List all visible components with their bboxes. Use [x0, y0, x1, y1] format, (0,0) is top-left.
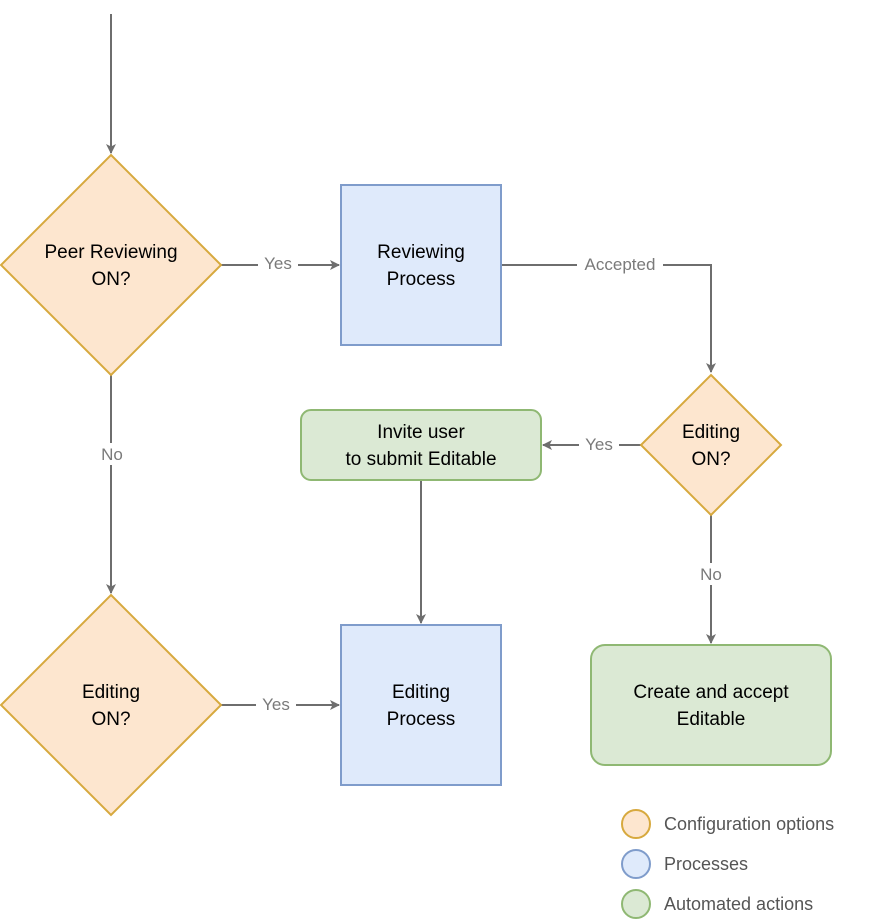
edge-label-peer-yes: Yes — [264, 254, 292, 273]
edge-label-editing-right-no: No — [700, 565, 722, 584]
process-label-line1: Reviewing — [377, 242, 465, 263]
legend-automated-label: Automated actions — [664, 894, 813, 914]
action-create-accept: Create and accept Editable — [590, 644, 832, 766]
decision-label-line1: Editing — [682, 422, 740, 443]
process-label-line1: Editing — [392, 682, 450, 703]
action-invite-user: Invite user to submit Editable — [300, 409, 542, 481]
decision-label-line2: ON? — [691, 449, 730, 470]
edge-reviewing-accepted — [501, 264, 716, 373]
legend-processes-label: Processes — [664, 854, 748, 874]
decision-shape — [0, 153, 223, 377]
edge-label-editing-left-yes: Yes — [262, 695, 290, 714]
action-shape — [300, 409, 542, 481]
edge-labels: Yes Accepted No Yes No Yes — [97, 252, 726, 715]
decision-shape — [639, 373, 783, 517]
action-label-line2: Editable — [677, 709, 746, 730]
decision-label-line2: ON? — [91, 709, 130, 730]
decision-label-line2: ON? — [91, 269, 130, 290]
action-shape — [590, 644, 832, 766]
decision-shape — [0, 593, 223, 817]
edge-label-accepted: Accepted — [585, 255, 656, 274]
process-shape — [340, 184, 502, 346]
legend-automated-swatch — [621, 889, 651, 919]
action-label-line2: to submit Editable — [345, 449, 496, 470]
legend-config-label: Configuration options — [664, 814, 834, 834]
process-reviewing: Reviewing Process — [340, 184, 502, 346]
action-label-line1: Create and accept — [633, 682, 789, 703]
edge-label-editing-right-yes: Yes — [585, 435, 613, 454]
process-shape — [340, 624, 502, 786]
action-label-line1: Invite user — [377, 422, 465, 443]
process-label-line2: Process — [387, 709, 456, 730]
decision-label-line1: Peer Reviewing — [44, 242, 177, 263]
edge-label-peer-no: No — [101, 445, 123, 464]
decision-editing-right: Editing ON? — [639, 373, 783, 517]
process-editing: Editing Process — [340, 624, 502, 786]
edges — [106, 14, 716, 710]
decision-label-line1: Editing — [82, 682, 140, 703]
decision-editing-left: Editing ON? — [0, 593, 223, 817]
decision-peer-reviewing: Peer Reviewing ON? — [0, 153, 223, 377]
process-label-line2: Process — [387, 269, 456, 290]
legend-config-swatch — [621, 809, 651, 839]
legend-processes-swatch — [621, 849, 651, 879]
legend: Configuration options Processes Automate… — [621, 809, 834, 919]
